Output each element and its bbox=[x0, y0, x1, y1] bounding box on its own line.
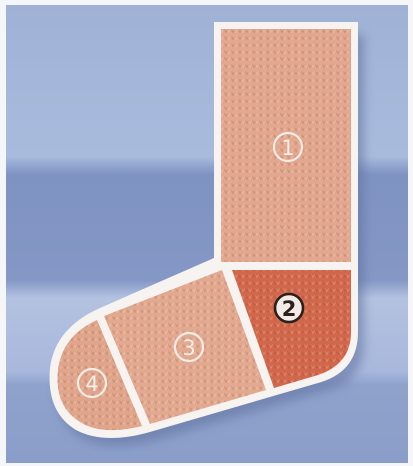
badge-1-number: 1 bbox=[281, 136, 294, 160]
badge-3-number: 3 bbox=[182, 336, 195, 360]
badge-2: 2 bbox=[275, 294, 303, 322]
badge-2-number: 2 bbox=[282, 297, 297, 321]
badge-4-number: 4 bbox=[85, 372, 98, 396]
